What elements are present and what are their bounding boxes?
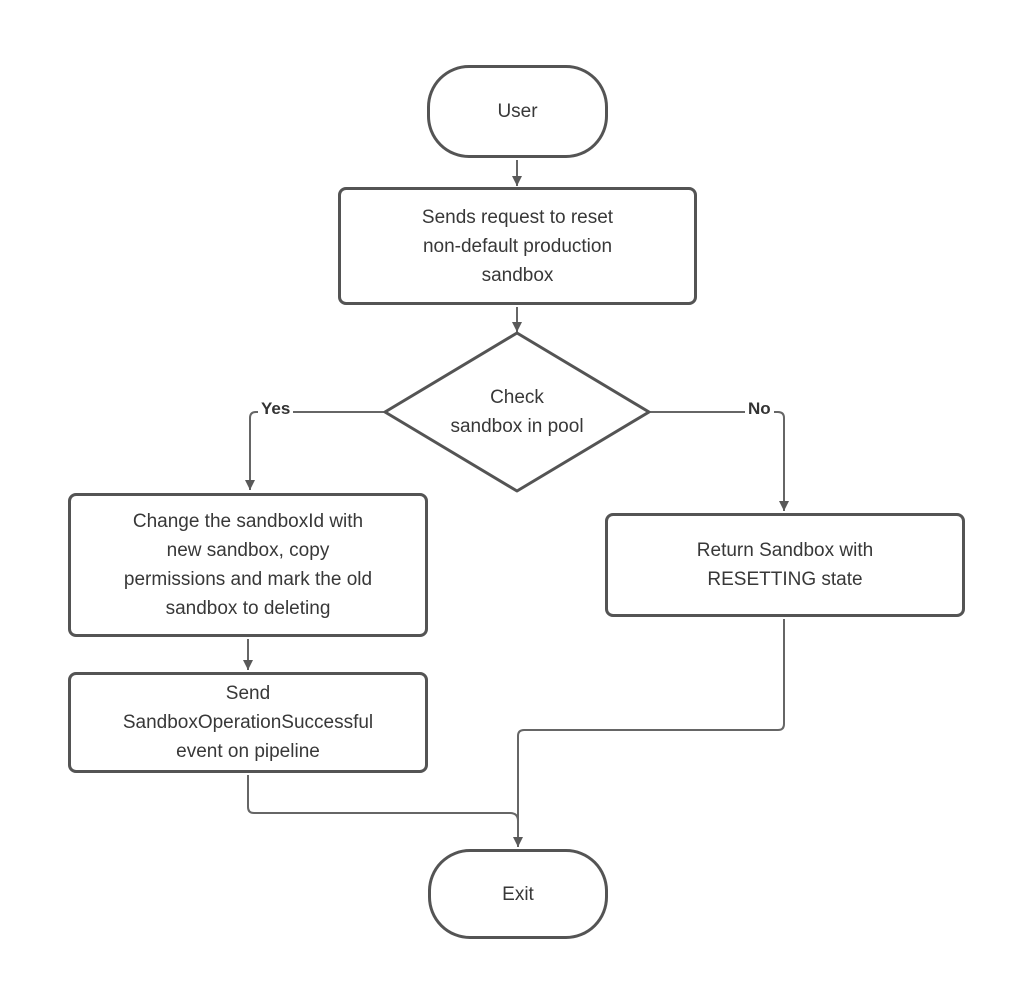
node-exit: Exit bbox=[428, 849, 608, 939]
node-send-event-label: Send SandboxOperationSuccessful event on… bbox=[122, 683, 374, 762]
node-change-sandbox: Change the sandboxId with new sandbox, c… bbox=[68, 493, 428, 637]
edge-label-yes: Yes bbox=[258, 399, 294, 419]
node-send-event: Send SandboxOperationSuccessful event on… bbox=[68, 672, 428, 773]
node-return-resetting-label: Return Sandbox with RESETTING state bbox=[696, 540, 874, 590]
edge-decision-yes-to-change bbox=[245, 411, 386, 490]
node-change-sandbox-label: Change the sandboxId with new sandbox, c… bbox=[123, 511, 373, 619]
edge-return-to-exit bbox=[513, 619, 785, 847]
node-user-label: User bbox=[497, 101, 538, 122]
edge-decision-no-to-return bbox=[648, 411, 789, 511]
edge-label-no: No bbox=[745, 399, 774, 419]
node-send-request: Sends request to reset non-default produ… bbox=[338, 187, 697, 305]
edge-send-event-to-exit-merge bbox=[247, 775, 519, 822]
node-return-resetting: Return Sandbox with RESETTING state bbox=[605, 513, 965, 617]
node-exit-label: Exit bbox=[502, 883, 534, 905]
decision-check-pool-shape bbox=[383, 331, 651, 493]
node-user: User bbox=[427, 65, 608, 158]
node-check-pool-label: Check sandbox in pool bbox=[450, 387, 584, 437]
node-send-request-label: Sends request to reset non-default produ… bbox=[421, 206, 614, 286]
